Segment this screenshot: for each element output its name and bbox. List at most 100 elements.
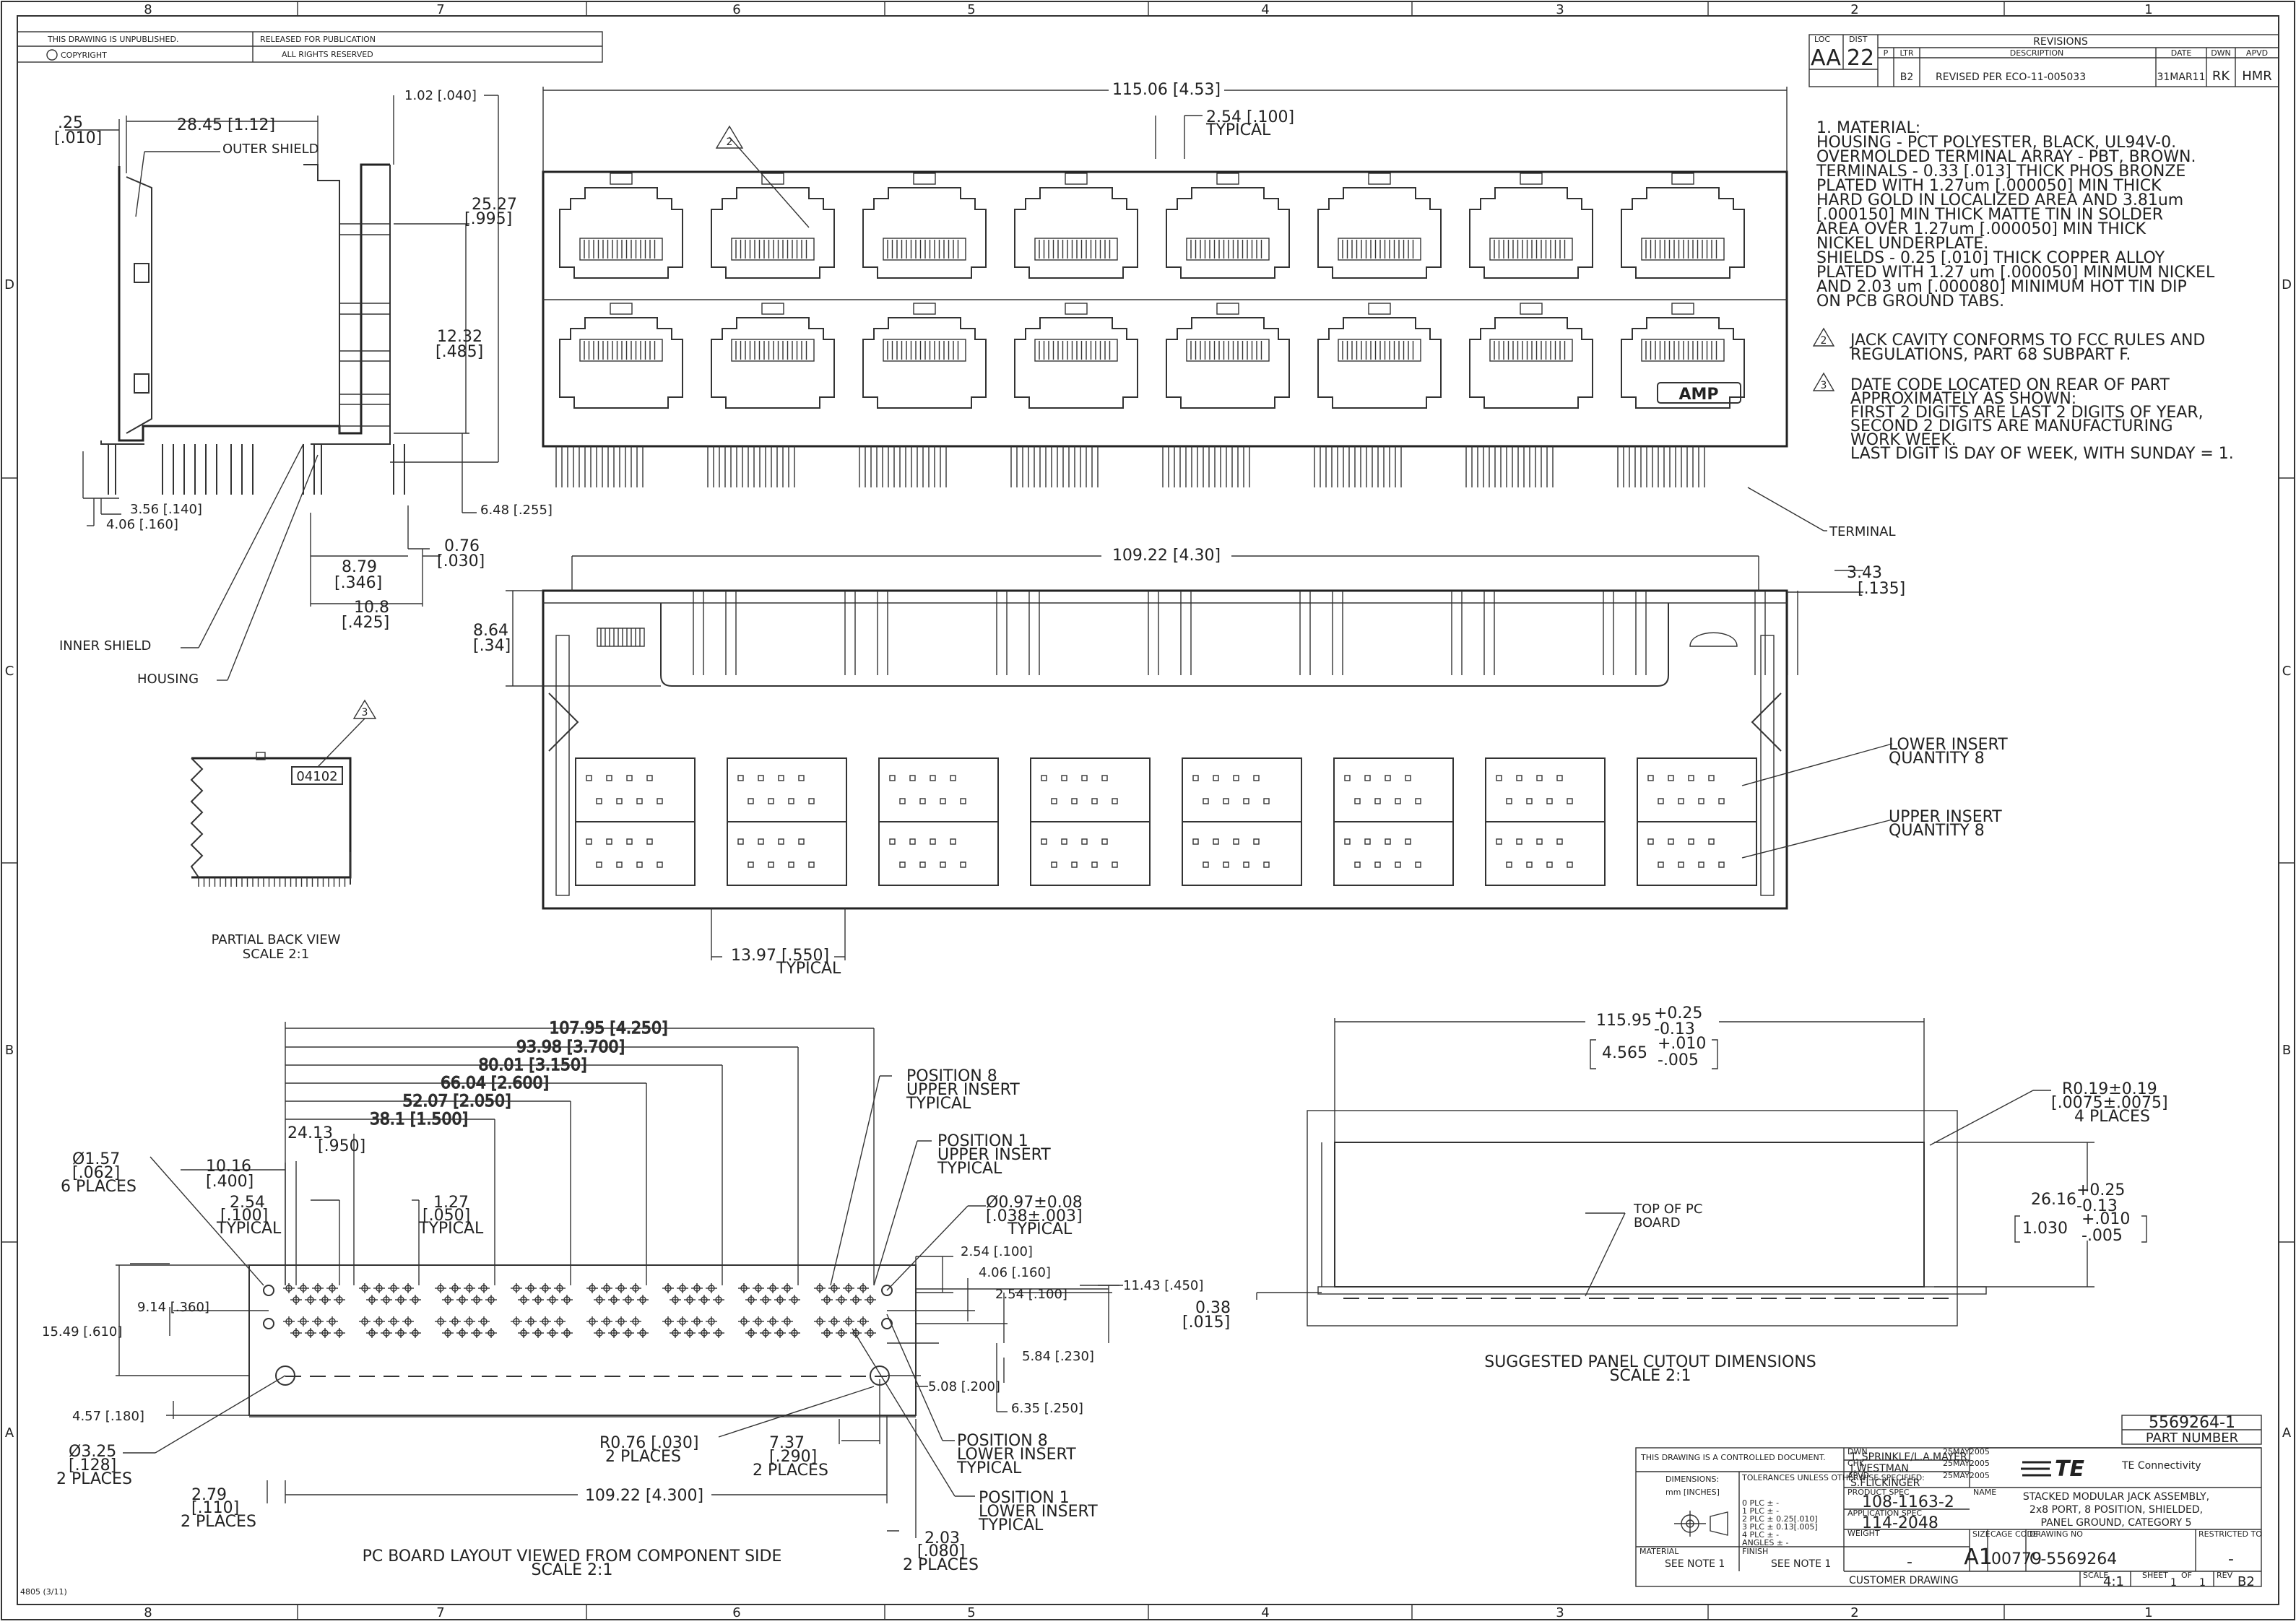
col-label: 8 — [144, 1605, 152, 1620]
jack-port — [1166, 303, 1290, 409]
panel-height-plus: +0.25 — [2076, 1181, 2125, 1199]
rev-dwn: RK — [2212, 69, 2231, 84]
amp-logo: AMP — [1657, 382, 1741, 404]
scale-label: SCALE — [2083, 1571, 2108, 1580]
cage-value: 00779 — [1991, 1550, 2042, 1568]
jack-outline — [862, 187, 987, 279]
row-label: D — [4, 277, 14, 292]
pos8-lower-2: LOWER INSERT — [957, 1446, 1076, 1464]
note-line: SHIELDS - 0.25 [.010] THICK COPPER ALLOY — [1816, 249, 2165, 267]
dim-635: 6.35 [.250] — [1011, 1401, 1083, 1416]
units-label: mm [INCHES] — [1665, 1488, 1720, 1497]
note-flag-2-label: 2 — [1821, 335, 1827, 347]
inner-shield-label: INNER SHIELD — [59, 638, 151, 653]
contact-window — [1338, 339, 1421, 362]
jack-port — [1469, 173, 1593, 279]
insert-block — [575, 757, 696, 822]
latch-tab — [1671, 173, 1694, 185]
latch-tab — [913, 303, 936, 315]
panel-width-in: 4.565 — [1602, 1044, 1647, 1062]
panel-width-plus: +0.25 — [1654, 1004, 1702, 1022]
dim-080: [.080] — [917, 1542, 965, 1560]
latch-tab — [1520, 173, 1543, 185]
loc-label: LOC — [1814, 35, 1830, 44]
row-label: B — [2282, 1043, 2291, 1058]
dim-r076-places: 2 PLACES — [605, 1448, 681, 1466]
panel-width-in-plus: +.010 — [1658, 1035, 1706, 1053]
jack-outline — [1317, 317, 1442, 409]
contact-window — [883, 238, 966, 261]
contact-window — [1034, 238, 1118, 261]
copyright-text: COPYRIGHT — [61, 51, 107, 60]
note-line: AND 2.03 um [.000080] MINIMUM HOT TIN DI… — [1816, 278, 2187, 296]
latch-tab — [610, 303, 633, 315]
insert-block — [1182, 821, 1302, 886]
panel-scale: SCALE 2:1 — [1610, 1367, 1691, 1385]
insert-block — [727, 821, 847, 886]
note-line: JACK CAVITY CONFORMS TO FCC RULES AND — [1849, 331, 2205, 349]
released-text: RELEASED FOR PUBLICATION — [260, 35, 376, 44]
insert-block — [878, 757, 999, 822]
dim-2527: 25.27 — [472, 196, 517, 214]
title-block: 5569264-1 PART NUMBER THIS DRAWING I — [1635, 1414, 2262, 1589]
dim-406: 4.06 [.160] — [106, 517, 178, 532]
weight-label: WEIGHT — [1847, 1529, 1880, 1538]
contact-window — [579, 339, 663, 362]
contact-window — [883, 339, 966, 362]
dim-typical-front: TYPICAL — [1205, 121, 1271, 139]
hole-group — [662, 1283, 724, 1338]
jack-port — [862, 173, 987, 279]
col-label: 2 — [1850, 1605, 1858, 1620]
chk-name: J.WESTMAN — [1850, 1463, 1909, 1475]
panel-cutout: 115.95 +0.25 -0.13 4.565 +.010 -.005 R0.… — [1182, 1004, 2168, 1385]
contact-window — [1489, 238, 1573, 261]
jack-port — [1014, 173, 1138, 279]
controlled-text: THIS DRAWING IS A CONTROLLED DOCUMENT. — [1640, 1453, 1826, 1462]
dim-102: 1.02 [.040] — [404, 88, 477, 103]
chk-date: 25MAY2005 — [1943, 1459, 1990, 1468]
jack-port — [559, 303, 683, 409]
bottom-slot — [693, 591, 737, 675]
title-line-1: STACKED MODULAR JACK ASSEMBLY, — [2023, 1491, 2209, 1503]
panel-radius-1: R0.19±0.19 — [2062, 1080, 2157, 1098]
dim-2places-737: 2 PLACES — [753, 1462, 828, 1480]
col-label: 3 — [1556, 2, 1564, 17]
partial-back-view: 04102 3 PARTIAL BACK VIEW SCALE 2:1 — [190, 699, 377, 962]
contact-window — [579, 238, 663, 261]
front-view-flag — [715, 125, 744, 149]
note-line: 1. MATERIAL: — [1816, 119, 1920, 137]
col-label: 5 — [967, 2, 975, 17]
revisions-table: REVISIONS LOC DIST AA 22 P LTR DESCRIPTI… — [1808, 34, 2279, 87]
sheet-label: SHEET — [2142, 1571, 2168, 1580]
rev-label: REV — [2217, 1571, 2233, 1580]
pcb-dim-label: 107.95 [4.250] — [549, 1020, 667, 1038]
note-flag-2 — [1812, 327, 1835, 347]
bottom-slot — [996, 591, 1040, 675]
latch-tab — [1216, 303, 1239, 315]
pos8-lower-1: POSITION 8 — [957, 1432, 1048, 1450]
side-view: .25 [.010] 28.45 [1.12] OUTER SHIELD 1.0… — [54, 88, 553, 687]
jack-outline — [1014, 187, 1138, 279]
insert-block — [878, 821, 999, 886]
col-label: 6 — [732, 1605, 740, 1620]
contact-window — [1641, 339, 1725, 362]
rev-col: DWN — [2211, 48, 2231, 58]
jack-outline — [559, 317, 683, 409]
title-line-3: PANEL GROUND, CATEGORY 5 — [2041, 1517, 2192, 1529]
dim-343: 3.43 — [1847, 564, 1882, 582]
product-spec-label: PRODUCT SPEC — [1847, 1488, 1910, 1497]
dim-279: 2.79 — [191, 1486, 227, 1504]
rights-text: ALL RIGHTS RESERVED — [282, 50, 373, 59]
dim-11506: 115.06 [4.53] — [1112, 81, 1221, 99]
jack-outline — [1469, 187, 1593, 279]
rev-description: REVISED PER ECO-11-005033 — [1936, 71, 2086, 83]
apvd-name: S.FLICKINGER — [1850, 1477, 1920, 1489]
pos1-lower-3: TYPICAL — [978, 1516, 1044, 1534]
sheet-value: 1 — [2170, 1577, 2177, 1589]
insert-block — [1485, 821, 1606, 886]
dim-127: 1.27 — [433, 1194, 469, 1212]
application-spec: 114-2048 — [1862, 1514, 1938, 1532]
rev-col: DESCRIPTION — [2010, 48, 2063, 58]
cage-label: CAGE CODE — [1990, 1529, 2038, 1539]
